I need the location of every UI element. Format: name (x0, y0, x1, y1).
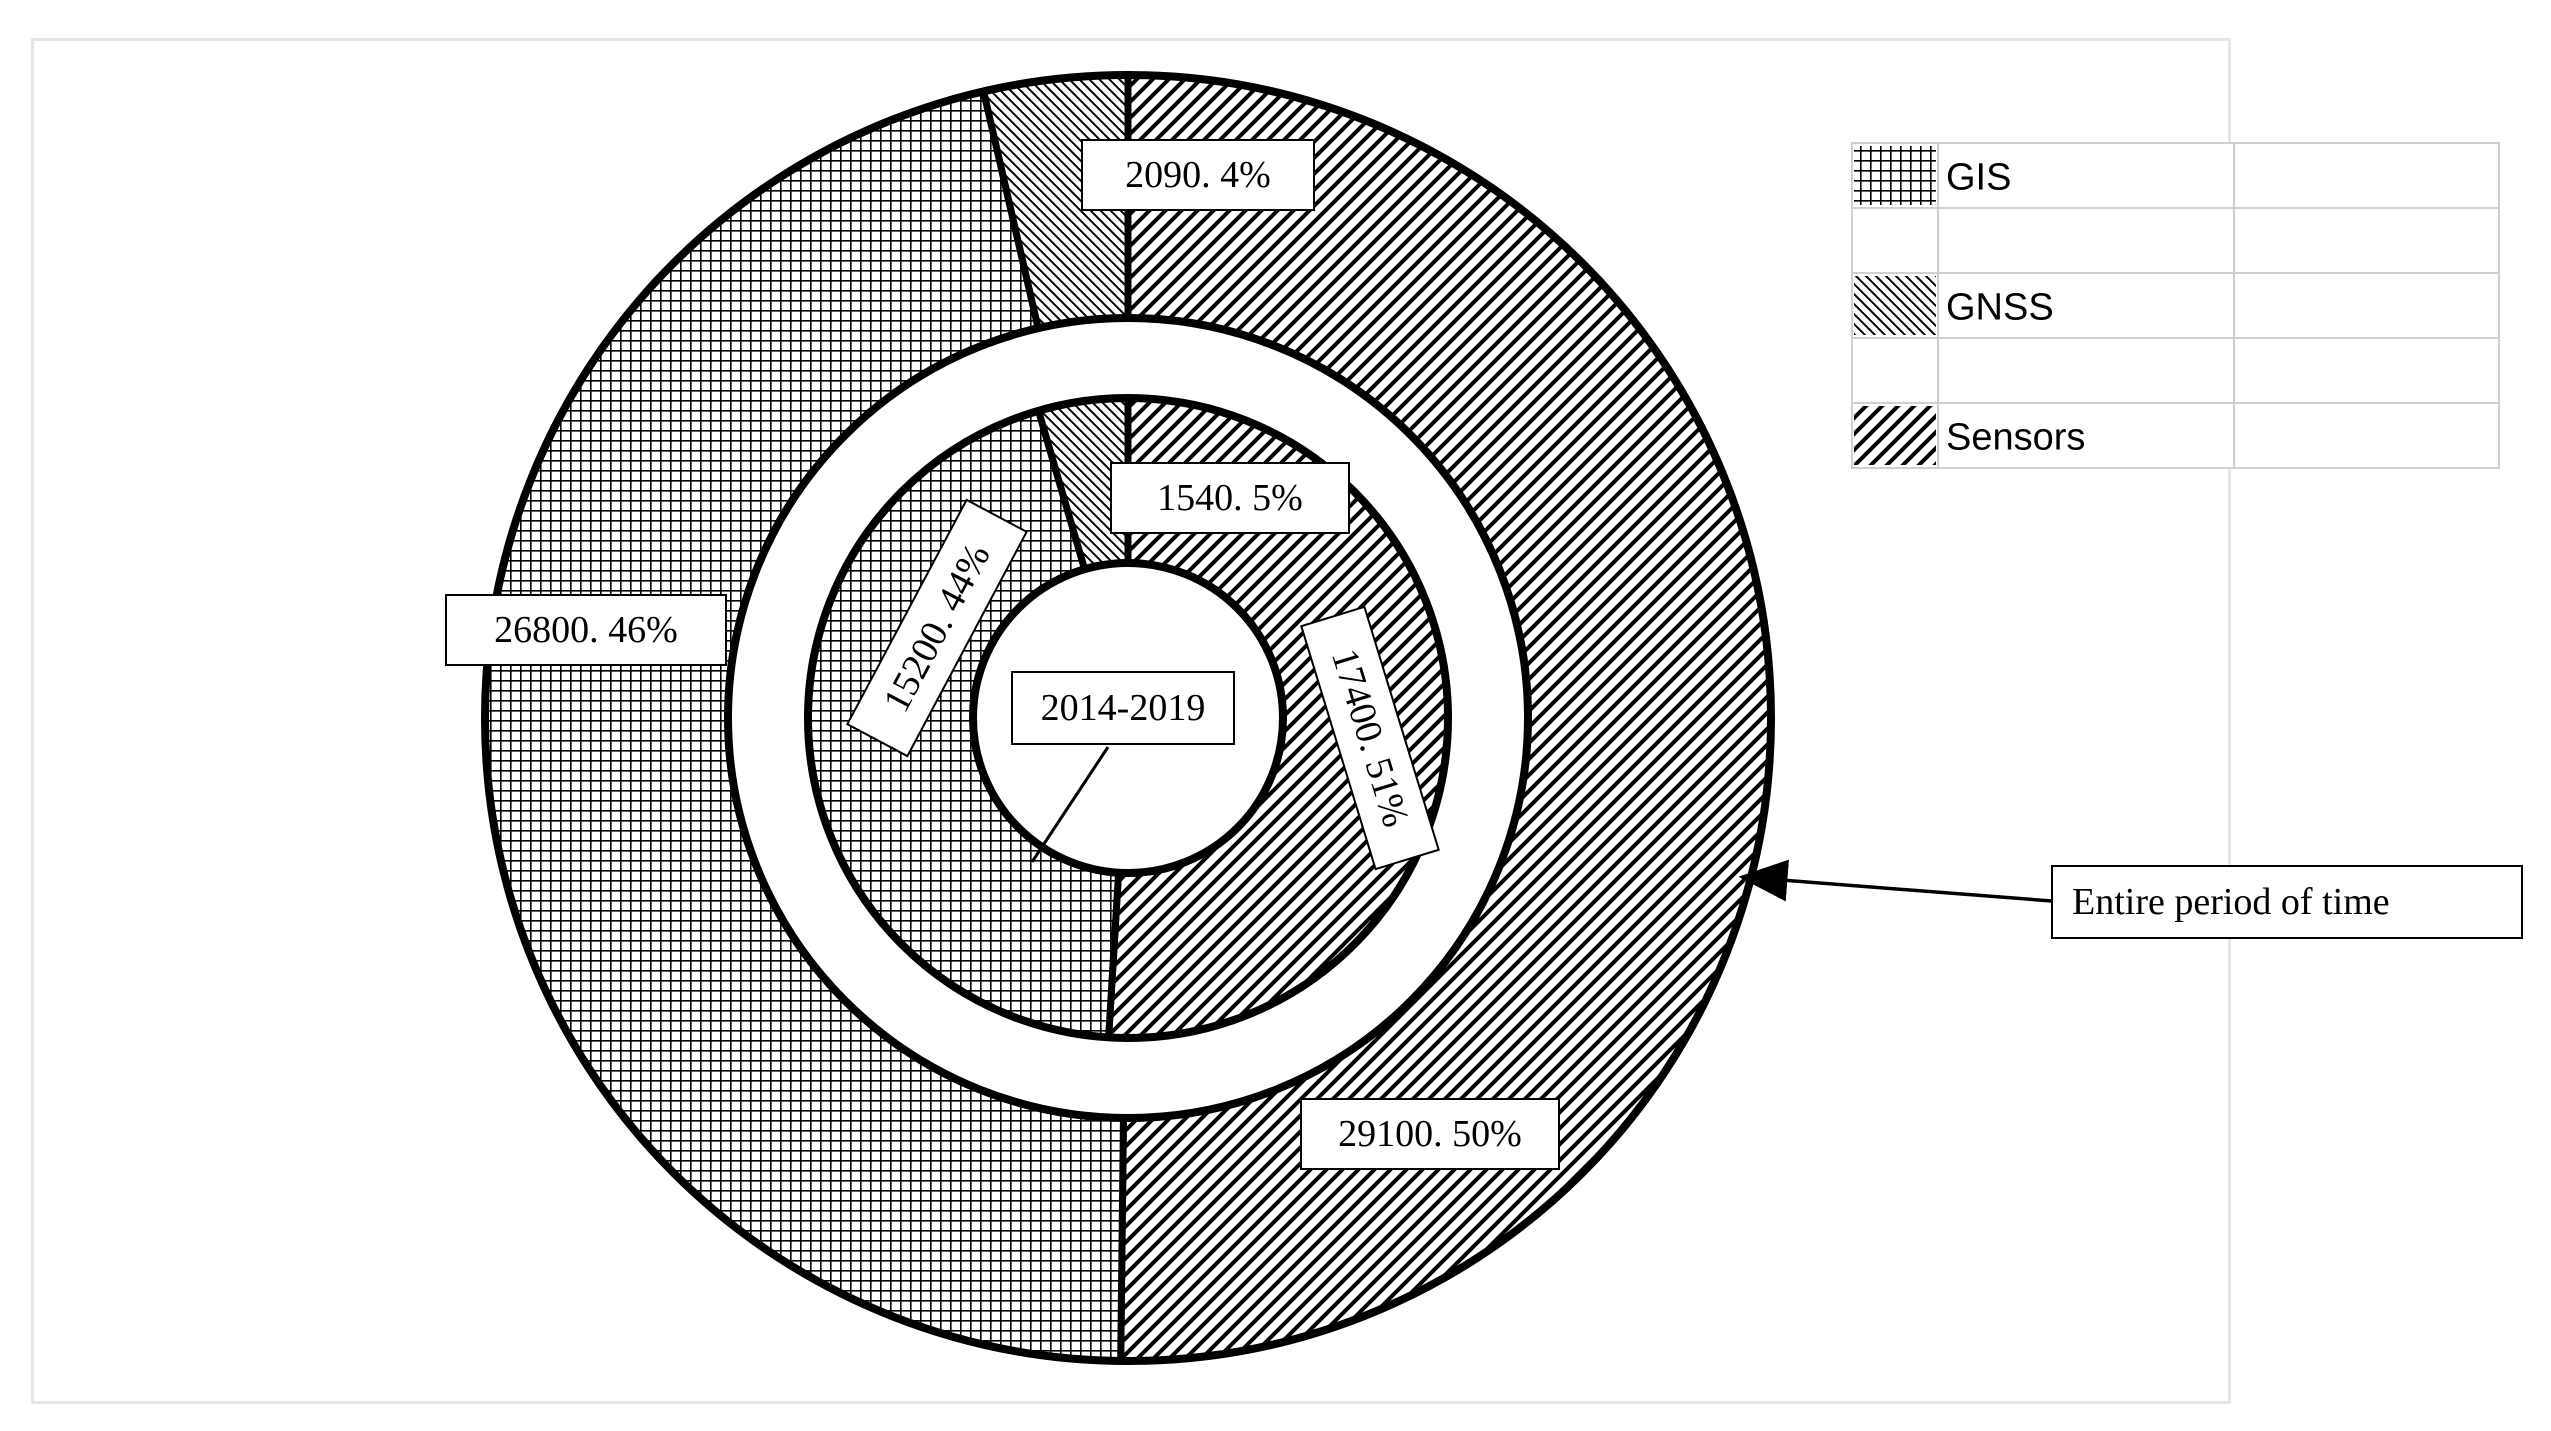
legend-swatch-gis (1854, 146, 1936, 205)
legend: GIS GNSS Sensors (1851, 142, 2500, 469)
outer-ring-edge (481, 71, 1775, 1365)
center-label-text: 2014-2019 (1041, 687, 1206, 729)
slice-labels: 2090. 4%26800. 46%29100. 50%1540. 5%1520… (445, 139, 1560, 1170)
legend-row-4: Sensors (1851, 402, 2500, 469)
center-label-leader (1030, 746, 1110, 863)
legend-label-sensors: Sensors (1946, 417, 2085, 459)
legend-cell (2233, 142, 2500, 209)
slice-label-text: 29100. 50% (1338, 1113, 1522, 1155)
outer-ring-annotation: Entire period of time (1738, 859, 2523, 939)
legend-cell (1937, 402, 2235, 469)
center-label-box (1011, 671, 1235, 745)
legend-row-0: GIS (1851, 142, 2500, 209)
slice-label-outer-gis: 26800. 46% (445, 594, 727, 666)
slice-label-box (1300, 605, 1440, 871)
legend-label-gnss: GNSS (1946, 287, 2054, 329)
slice-label-box (1110, 462, 1350, 534)
slice-label-box (1081, 139, 1315, 211)
legend-cell (1937, 142, 2235, 209)
legend-swatch-sensors (1854, 406, 1936, 465)
legend-cell (2233, 337, 2500, 404)
slice-label-box (445, 594, 727, 666)
legend-label-gis: GIS (1946, 157, 2011, 199)
inner-ring-edge (804, 394, 1452, 1042)
legend-cell (2233, 402, 2500, 469)
legend-cell (1851, 337, 1939, 404)
slice-label-outer-sensors: 29100. 50% (1300, 1098, 1560, 1170)
center-label: 2014-2019 (1011, 671, 1235, 863)
slice-label-text: 1540. 5% (1157, 477, 1303, 519)
center-hole-edge (969, 559, 1287, 877)
slice-label-text: 2090. 4% (1125, 154, 1271, 196)
legend-row-2: GNSS (1851, 272, 2500, 339)
legend-cell (1937, 337, 2235, 404)
legend-cell (2233, 272, 2500, 339)
outer-ring-inner-edge (724, 314, 1532, 1122)
slice-label-inner-gnss: 1540. 5% (1110, 462, 1350, 534)
legend-cell (1937, 272, 2235, 339)
slice-label-box (1300, 1098, 1560, 1170)
slice-label-text: 26800. 46% (494, 609, 678, 651)
legend-cell (1937, 207, 2235, 274)
legend-row-3 (1851, 337, 2500, 404)
slice-label-box (846, 498, 1028, 758)
annotation-text: Entire period of time (2072, 881, 2390, 923)
legend-cell (1851, 207, 1939, 274)
slice-label-outer-gnss: 2090. 4% (1081, 139, 1315, 211)
annotation-box (2051, 865, 2523, 939)
chart-frame (31, 38, 2231, 1404)
annotation-arrow (1738, 859, 2053, 903)
legend-swatch-gnss (1854, 276, 1936, 335)
legend-cell (2233, 207, 2500, 274)
legend-row-1 (1851, 207, 2500, 274)
